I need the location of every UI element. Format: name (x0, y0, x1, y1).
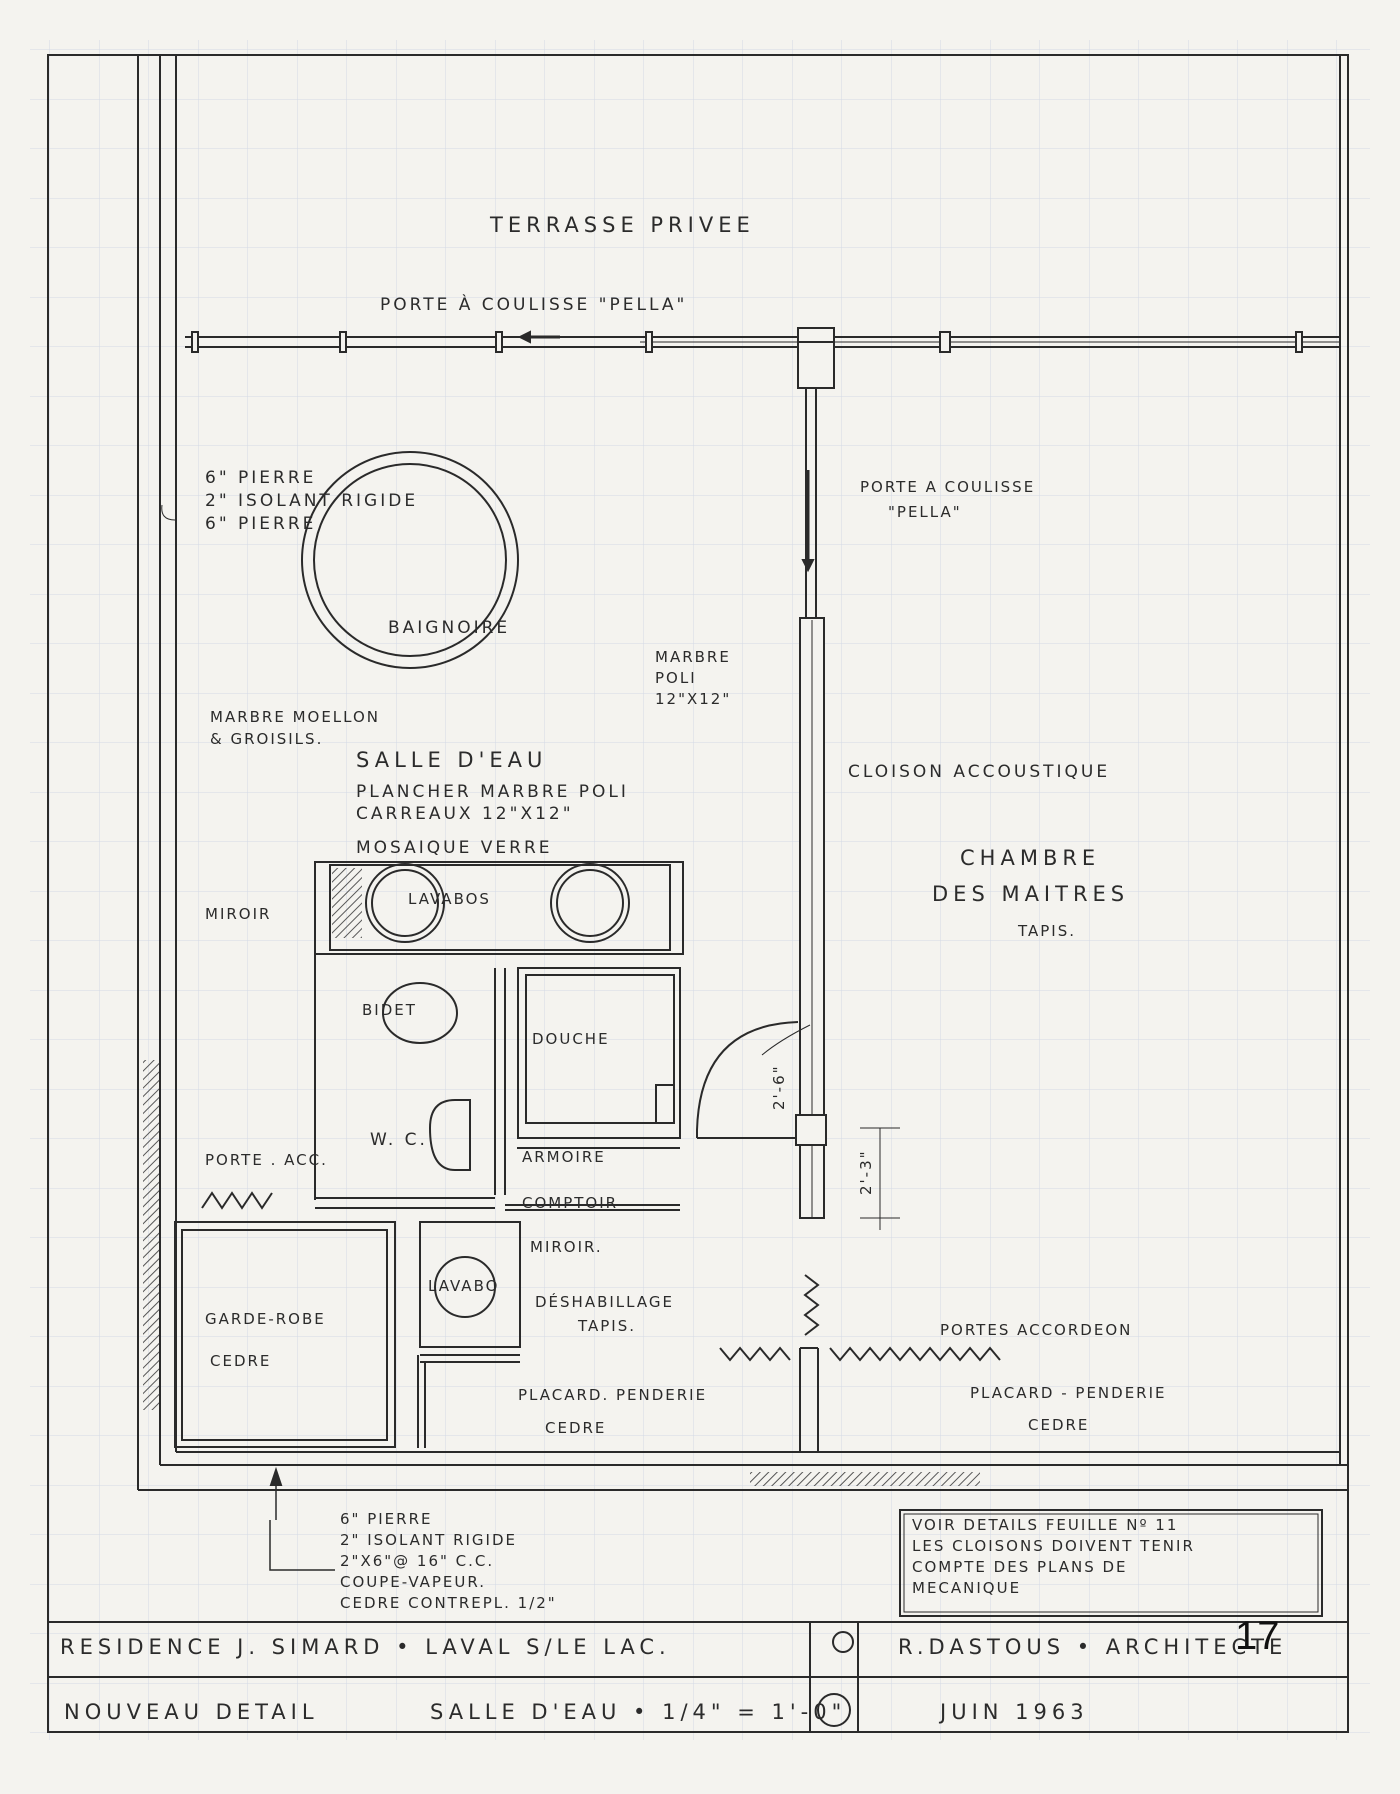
miroir-label-1: MIROIR (205, 905, 272, 923)
lavabo-label: LAVABO (428, 1277, 500, 1295)
douche-label: DOUCHE (532, 1030, 610, 1048)
bidet (382, 982, 458, 1044)
dimension-2ft6: 2'-6" (770, 1064, 788, 1110)
portes-accordeon-label: PORTES ACCORDEON (940, 1321, 1133, 1339)
porte-acc-label: PORTE . ACC. (205, 1151, 328, 1169)
salle-title: SALLE D'EAU (356, 748, 548, 772)
wc-label: W. C. (370, 1130, 428, 1150)
pella-door-top-label: PORTE À COULISSE "PELLA" (380, 295, 688, 315)
placard-2-label-1: PLACARD - PENDERIE (970, 1384, 1167, 1402)
miroir-label-2: MIROIR. (530, 1238, 603, 1256)
graph-paper-grid (30, 40, 1370, 1740)
marbre-poli-label: MARBRE POLI 12"X12" (655, 648, 732, 708)
deshabillage-label-2: TAPIS. (578, 1317, 637, 1335)
mosaique-label: MOSAIQUE VERRE (356, 838, 553, 858)
title-line1-right: R.DASTOUS • ARCHITECTE (898, 1635, 1288, 1659)
bathroom-walls (314, 955, 680, 1211)
plancher-label-2: CARREAUX 12"X12" (356, 804, 574, 824)
vanity-counter (314, 861, 684, 955)
notes-box (899, 1509, 1323, 1617)
wall-top-section: 6" PIERRE 2" ISOLANT RIGIDE 6" PIERRE (205, 468, 419, 534)
comptoir-label: COMPTOIR (522, 1194, 619, 1212)
marbre-moellon-label-1: MARBRE MOELLON (210, 708, 381, 726)
title-line2-right: JUIN 1963 (940, 1700, 1089, 1724)
pella-door-side-label-1: PORTE A COULISSE (860, 478, 1036, 496)
terrasse-label: TERRASSE PRIVEE (490, 213, 755, 237)
cloison-label: CLOISON ACCOUSTIQUE (848, 762, 1111, 782)
dimension-2ft3: 2'-3" (857, 1149, 875, 1195)
chambre-label-2: DES MAITRES (932, 882, 1130, 906)
chambre-label-1: CHAMBRE (960, 846, 1101, 870)
title-block-lines (48, 1621, 1348, 1733)
chambre-label-3: TAPIS. (1018, 922, 1077, 940)
sheet-number: 17 (1235, 1614, 1280, 1658)
placard-2-label-2: CEDRE (1028, 1416, 1090, 1434)
closets (174, 1191, 1001, 1452)
pella-door-side (801, 388, 817, 620)
lavabos-label: LAVABOS (408, 890, 491, 908)
armoire-label: ARMOIRE (522, 1148, 606, 1166)
plancher-label-1: PLANCHER MARBRE POLI (356, 782, 629, 802)
pella-door-side-label-2: "PELLA" (888, 503, 962, 521)
title-line2-left: NOUVEAU DETAIL (64, 1700, 319, 1724)
garde-robe-label-1: GARDE-ROBE (205, 1310, 326, 1328)
bathtub (301, 451, 519, 669)
title-line1-left: RESIDENCE J. SIMARD • LAVAL S/LE LAC. (60, 1635, 671, 1659)
bathtub-label: BAIGNOIRE (388, 618, 511, 638)
door-swing (696, 1021, 799, 1138)
marbre-moellon-label-2: & GROISILS. (210, 730, 324, 748)
notes-text: VOIR DETAILS FEUILLE Nº 11 LES CLOISONS … (912, 1516, 1195, 1597)
garde-robe-label-2: CEDRE (210, 1352, 272, 1370)
bidet-label: BIDET (362, 1001, 417, 1019)
sheet-border (47, 54, 1349, 1733)
wall-bottom-section: 6" PIERRE 2" ISOLANT RIGIDE 2"X6"@ 16" C… (340, 1510, 557, 1612)
wc (428, 1099, 471, 1171)
deshabillage-label-1: DÉSHABILLAGE (535, 1293, 674, 1311)
acoustic-partition (795, 617, 827, 1219)
placard-1-label-1: PLACARD. PENDERIE (518, 1386, 708, 1404)
pella-door-top (185, 327, 1340, 389)
placard-1-label-2: CEDRE (545, 1419, 607, 1437)
title-line2-mid: SALLE D'EAU • 1/4" = 1'-0" (430, 1700, 847, 1724)
